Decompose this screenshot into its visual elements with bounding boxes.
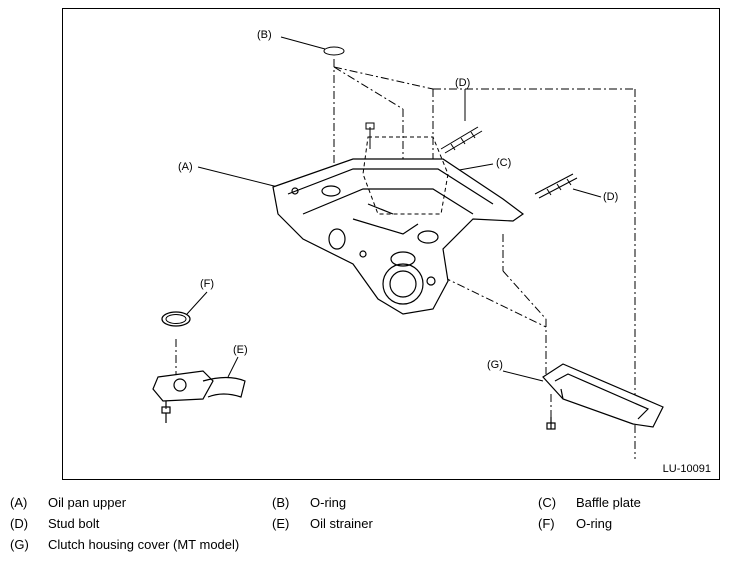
stud-bolt-1 (440, 126, 483, 154)
callout-d1: (D) (455, 77, 471, 89)
leader-e (227, 356, 239, 378)
callout-f: (F) (200, 278, 215, 290)
legend-text: Clutch housing cover (MT model) (48, 537, 240, 552)
o-ring-b (323, 46, 345, 56)
callout-a: (A) (178, 161, 193, 173)
leader-a (197, 166, 279, 188)
legend-key: (D) (10, 516, 29, 531)
oil-strainer (152, 370, 246, 423)
leader-f (186, 291, 208, 315)
leader-d2 (572, 188, 602, 198)
legend-text: Oil pan upper (48, 495, 127, 510)
baffle-plate (362, 136, 449, 215)
leader-g (502, 370, 544, 382)
legend-key: (G) (10, 537, 29, 552)
legend-text: Oil strainer (310, 516, 373, 531)
figure-frame: (A) (B) (C) (D) (D) (E) (F) (G) LU-10091 (62, 8, 720, 480)
clutch-housing-cover (542, 363, 664, 430)
callout-c: (C) (496, 157, 512, 169)
callout-d2: (D) (603, 191, 619, 203)
figure-id: LU-10091 (662, 463, 711, 475)
callout-g: (G) (487, 359, 503, 371)
callout-b: (B) (257, 29, 272, 41)
stud-bolt-2 (534, 173, 578, 199)
leader-b (280, 36, 326, 50)
legend-key: (B) (272, 495, 290, 510)
legend-key: (A) (10, 495, 28, 510)
callout-e: (E) (233, 344, 248, 356)
legend-key: (F) (538, 516, 555, 531)
legend-text: Baffle plate (576, 495, 641, 510)
legend-text: Stud bolt (48, 516, 100, 531)
legend-text: O-ring (310, 495, 347, 510)
legend-key: (E) (272, 516, 290, 531)
small-bolt (365, 122, 375, 149)
oil-pan-upper (272, 158, 525, 315)
legend-text: O-ring (576, 516, 613, 531)
legend-key: (C) (538, 495, 557, 510)
o-ring-f (161, 311, 191, 327)
exploded-view-diagram (152, 36, 664, 459)
